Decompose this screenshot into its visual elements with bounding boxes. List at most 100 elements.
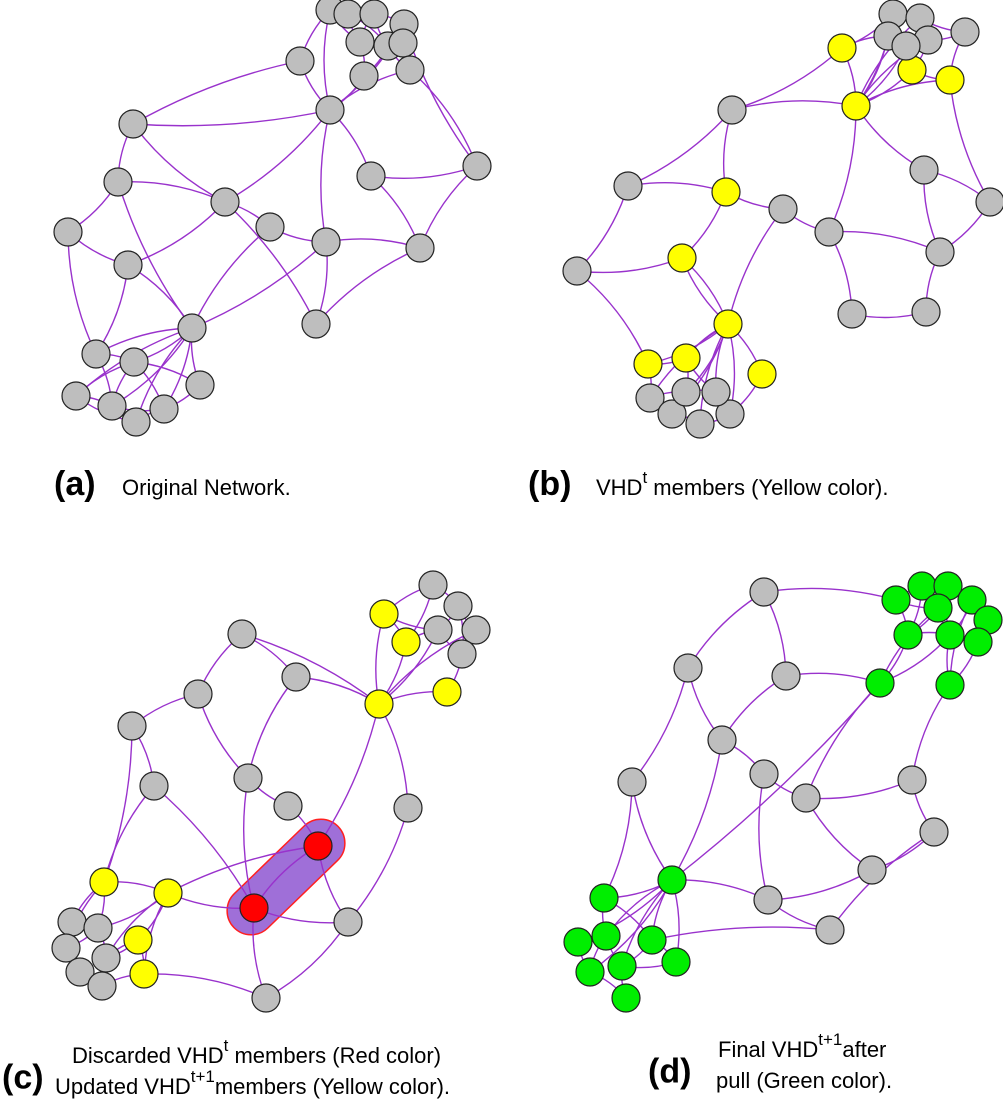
node	[301, 309, 331, 339]
vhd-member-node	[713, 309, 743, 339]
node	[139, 771, 169, 801]
node	[119, 347, 149, 377]
network-edge	[378, 703, 409, 809]
network-edge	[576, 270, 649, 365]
network-edge	[132, 60, 301, 125]
node	[749, 577, 779, 607]
node	[210, 187, 240, 217]
network-edge	[576, 185, 629, 272]
network-edge	[631, 667, 689, 783]
node	[909, 155, 939, 185]
vhd-member-node	[153, 878, 183, 908]
panel-b-network	[562, 0, 1003, 439]
caption-text: members (Yellow color).	[647, 475, 888, 500]
caption-text: after	[842, 1037, 886, 1062]
caption-text: Updated VHD	[55, 1074, 191, 1099]
final-vhd-member-node	[575, 957, 605, 987]
node	[113, 250, 143, 280]
caption-letter: (d)	[648, 1053, 691, 1091]
node	[462, 151, 492, 181]
node-group	[51, 570, 491, 1013]
network-edge	[265, 921, 349, 999]
node	[657, 399, 687, 429]
network-edge	[323, 9, 331, 111]
network-edge	[103, 785, 155, 883]
network-edge	[191, 226, 271, 329]
network-edge	[671, 879, 769, 901]
final-vhd-member-node	[957, 585, 987, 615]
caption-text: Discarded VHD	[72, 1043, 224, 1068]
node	[418, 570, 448, 600]
network-edge	[347, 807, 409, 923]
network-edge	[127, 201, 226, 266]
node	[185, 370, 215, 400]
vhd-member-node	[841, 91, 871, 121]
caption-superscript: t	[642, 468, 647, 487]
node	[791, 783, 821, 813]
node	[177, 313, 207, 343]
node	[61, 381, 91, 411]
panel-c-network	[51, 570, 491, 1013]
network-edge	[132, 123, 226, 203]
node	[717, 95, 747, 125]
vhd-member-node	[667, 243, 697, 273]
final-vhd-member-node	[589, 883, 619, 913]
network-edge	[191, 241, 327, 329]
node	[685, 409, 715, 439]
network-edge	[370, 165, 478, 180]
network-edge	[763, 587, 897, 601]
network-edge	[758, 773, 769, 901]
node-group	[53, 0, 492, 437]
final-vhd-member-node	[591, 921, 621, 951]
node	[57, 907, 87, 937]
node	[562, 256, 592, 286]
node	[388, 28, 418, 58]
node	[715, 399, 745, 429]
vhd-member-node	[123, 925, 153, 955]
caption-superscript: t+1	[818, 1030, 842, 1049]
network-edge	[117, 181, 193, 329]
vhd-member-node	[935, 65, 965, 95]
node	[333, 0, 363, 29]
node	[814, 217, 844, 247]
node	[395, 55, 425, 85]
node	[251, 983, 281, 1013]
network-edge	[197, 693, 249, 779]
final-vhd-member-node	[935, 670, 965, 700]
node	[349, 61, 379, 91]
vhd-member-node	[671, 343, 701, 373]
node	[121, 407, 151, 437]
final-vhd-member-node	[661, 947, 691, 977]
network-edge	[727, 208, 784, 325]
node	[635, 383, 665, 413]
vhd-member-node	[391, 627, 421, 657]
network-edge	[731, 100, 857, 111]
caption-letter: (a)	[54, 465, 96, 503]
node	[447, 639, 477, 669]
node	[857, 855, 887, 885]
network-edge	[242, 777, 255, 909]
network-edge	[320, 109, 331, 243]
caption-letter: (c)	[2, 1059, 44, 1097]
node	[753, 885, 783, 915]
panel-d-network	[563, 571, 1003, 1013]
node	[768, 194, 798, 224]
node	[749, 759, 779, 789]
network-edge	[805, 682, 881, 799]
node	[255, 212, 285, 242]
node	[701, 377, 731, 407]
network-edge	[167, 845, 319, 894]
node	[671, 377, 701, 407]
network-edge	[671, 682, 881, 881]
network-edge	[627, 182, 727, 193]
network-edge	[687, 591, 765, 669]
caption-superscript: t+1	[191, 1067, 215, 1086]
node	[311, 227, 341, 257]
network-edge	[828, 230, 941, 253]
node	[771, 661, 801, 691]
network-edge	[224, 201, 317, 325]
node	[673, 653, 703, 683]
network-edge	[132, 109, 331, 127]
